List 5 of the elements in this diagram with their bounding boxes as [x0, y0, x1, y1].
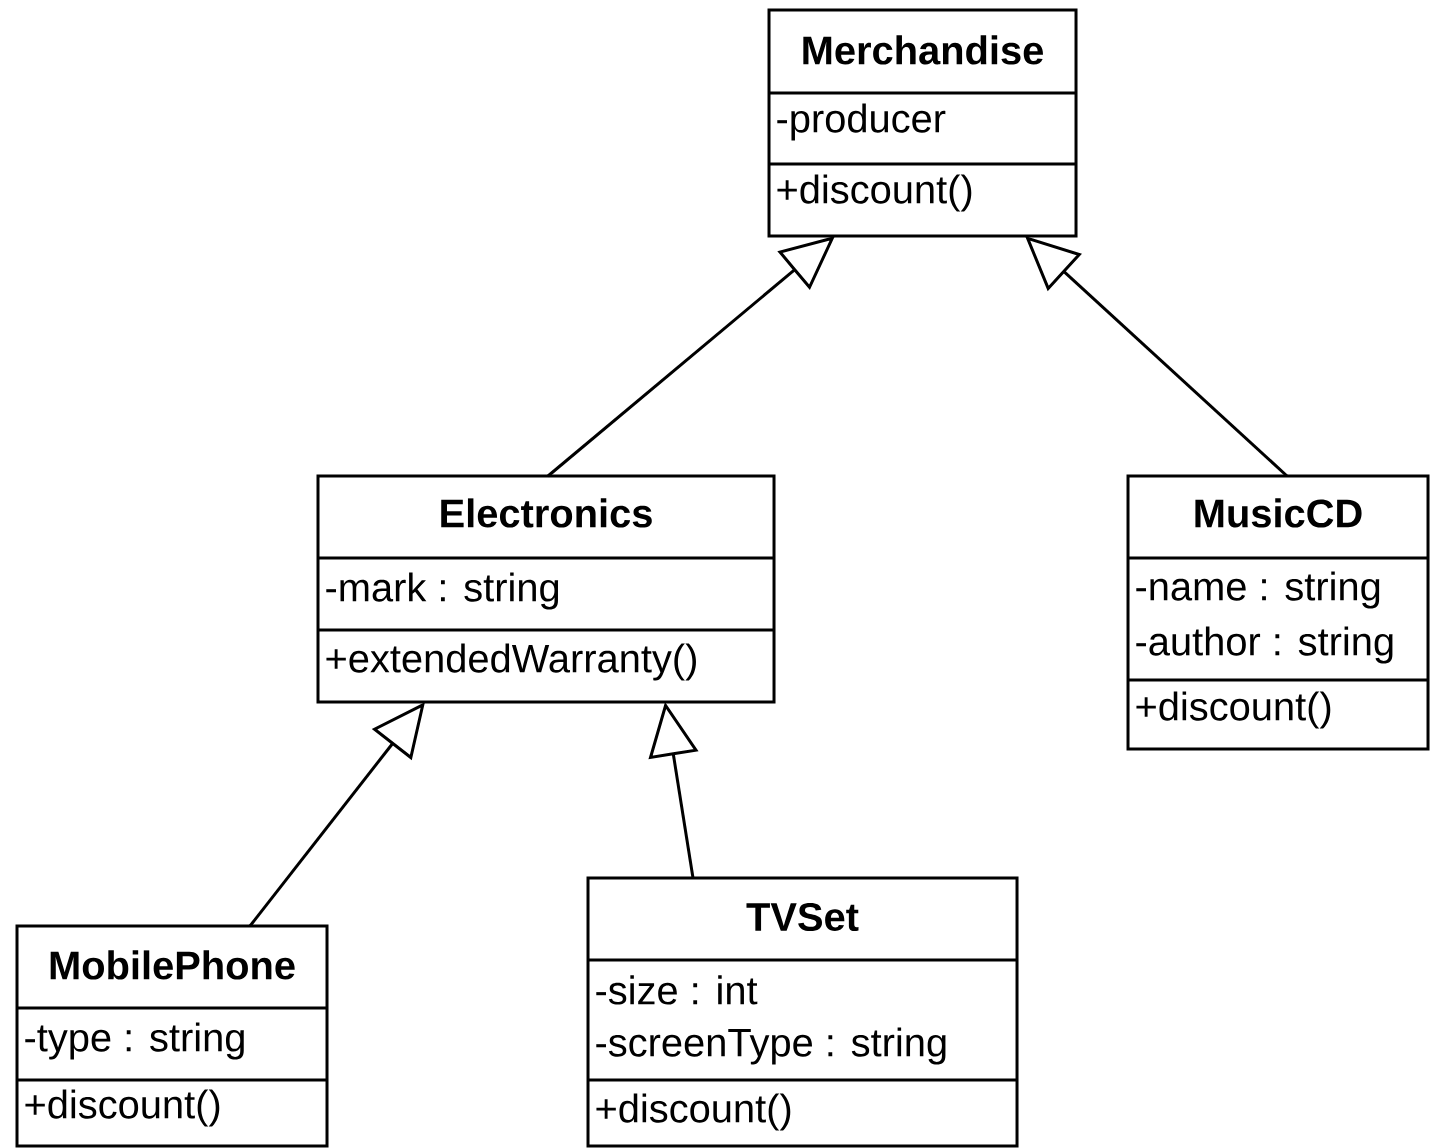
class-box: Electronics -mark : string +extendedWarranty(): [316, 474, 776, 704]
class-box: MusicCD -name : string -author : string +discount(): [1126, 474, 1430, 751]
class-box: MobilePhone -type : string +discount(): [15, 924, 329, 1148]
class-box: Merchandise -producer +discount(): [767, 8, 1078, 238]
class-box: TVSet -size : int -screenType : string +discount(): [586, 876, 1019, 1148]
